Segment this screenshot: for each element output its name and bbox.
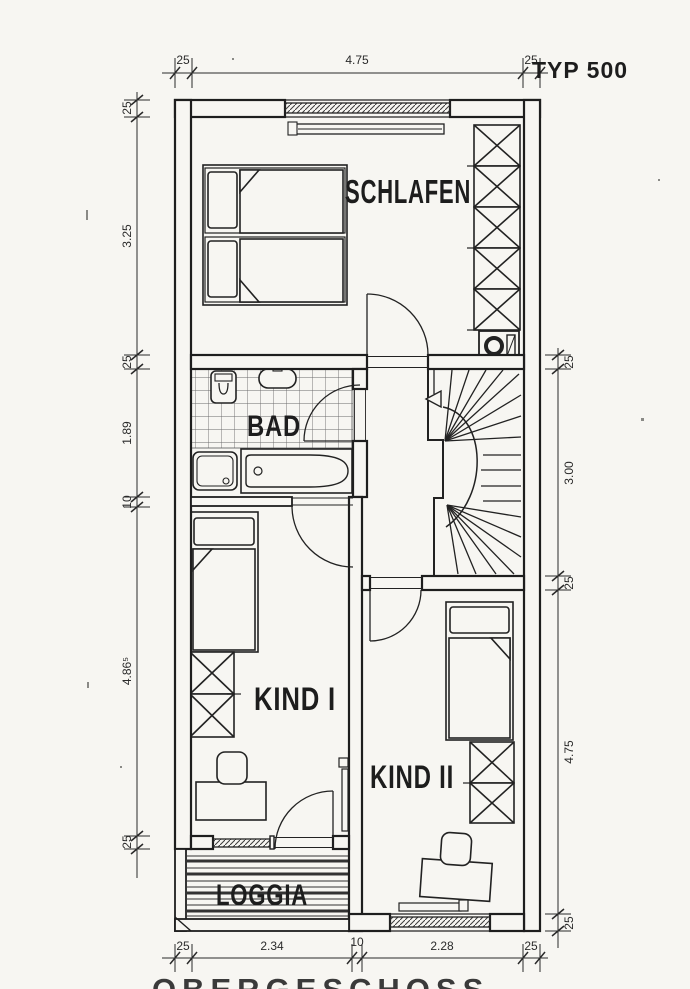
dim-left-5: 4.86⁵ — [120, 657, 134, 685]
double-bed — [202, 164, 348, 306]
wall-right — [522, 98, 542, 933]
dim-top-1: 4.75 — [345, 53, 369, 67]
wall-kind2-top — [420, 574, 526, 592]
wall-room-divider — [347, 495, 364, 933]
doors — [274, 293, 429, 850]
dim-left-3: 1.89 — [120, 421, 134, 445]
kind1-wardrobe — [189, 651, 241, 738]
bottom-caption: OBERGESCHOSS — [152, 972, 489, 989]
toilet-icon — [210, 370, 237, 404]
kind1-desk — [195, 751, 267, 821]
kind1-door-swing — [291, 505, 354, 568]
blanket-fold — [239, 169, 261, 195]
dim-left-6: 25 — [120, 835, 134, 849]
label-bad: BAD — [247, 410, 301, 443]
wall-schlafen-bottom-left — [189, 353, 369, 371]
chair-icon — [216, 751, 248, 785]
scan-specks — [86, 58, 660, 768]
dim-left-4: 10 — [120, 495, 134, 509]
dim-left-2: 25 — [120, 355, 134, 369]
kind2-wardrobe — [463, 741, 515, 824]
dim-left-0: 25 — [120, 101, 134, 115]
wall-kind2-bottom-left — [347, 912, 392, 933]
wall-schlafen-bottom-right — [426, 353, 526, 371]
wall-kind1-bottom-right — [331, 834, 351, 851]
kind2-door-swing — [369, 589, 422, 642]
dim-bottom-1: 2.34 — [260, 939, 284, 953]
dim-bottom-3: 2.28 — [430, 939, 454, 953]
dimension-chain-right: 25 3.00 25 4.75 25 — [545, 348, 576, 948]
loggia-plank-floor — [187, 855, 348, 917]
dim-right-4: 25 — [562, 916, 576, 930]
dim-top-2: 25 — [524, 53, 538, 67]
dim-bottom-4: 25 — [524, 939, 538, 953]
dimension-chain-top: 25 4.75 25 — [162, 53, 548, 88]
staircase — [424, 369, 522, 576]
dim-top-0: 25 — [176, 53, 190, 67]
loggia-corner-chamfer — [174, 916, 192, 932]
pillow — [207, 240, 238, 298]
bathtub-icon — [240, 448, 353, 494]
dim-bottom-2: 10 — [350, 935, 364, 949]
kind1-bed — [189, 511, 259, 653]
loggia-parapet-bottom — [174, 918, 350, 932]
label-kind2: KIND II — [370, 759, 454, 795]
kind2-radiator — [398, 899, 469, 912]
label-schlafen: SCHLAFEN — [345, 173, 471, 210]
dimension-chain-bottom: 25 2.34 10 2.28 25 — [162, 935, 548, 972]
dim-right-1: 3.00 — [562, 461, 576, 485]
label-kind1: KIND I — [254, 681, 336, 717]
wall-kind2-bottom-right — [488, 912, 526, 933]
shower-icon — [192, 451, 238, 491]
kind1-loggia-window — [212, 838, 271, 848]
pillow — [207, 171, 238, 229]
walls — [173, 98, 542, 933]
room-labels: SCHLAFEN BAD KIND I KIND II LOGGIA — [216, 173, 471, 912]
bad-door-swing — [303, 384, 361, 442]
dim-right-2: 25 — [562, 576, 576, 590]
dim-right-3: 4.75 — [562, 740, 576, 764]
loggia-door-swing — [274, 790, 334, 850]
wall-kind2-top-stub — [360, 574, 372, 592]
wall-bad-kind1-thin — [190, 496, 293, 507]
stair-arrow-head — [424, 389, 442, 409]
dim-bottom-0: 25 — [176, 939, 190, 953]
wall-kind1-bottom-left — [189, 834, 215, 851]
kind2-window — [389, 916, 491, 928]
wall-bad-east-lower — [351, 439, 369, 499]
chair-icon — [439, 831, 473, 867]
windows — [212, 99, 491, 932]
schlafen-window — [284, 102, 451, 114]
schlafen-wardrobe — [467, 124, 521, 331]
kind2-bed — [445, 601, 514, 741]
schlafen-door-swing — [366, 293, 429, 356]
plan-title: TYP 500 — [532, 57, 628, 83]
dim-right-0: 25 — [562, 355, 576, 369]
kind2-desk — [418, 831, 494, 903]
wall-bad-east-upper — [351, 367, 369, 391]
dim-left-1: 3.25 — [120, 224, 134, 248]
dimension-chain-left: 25 3.25 25 1.89 10 4.86⁵ 25 — [120, 92, 150, 878]
blanket-fold — [239, 277, 261, 303]
wall-left — [173, 98, 193, 851]
label-loggia: LOGGIA — [216, 879, 308, 912]
